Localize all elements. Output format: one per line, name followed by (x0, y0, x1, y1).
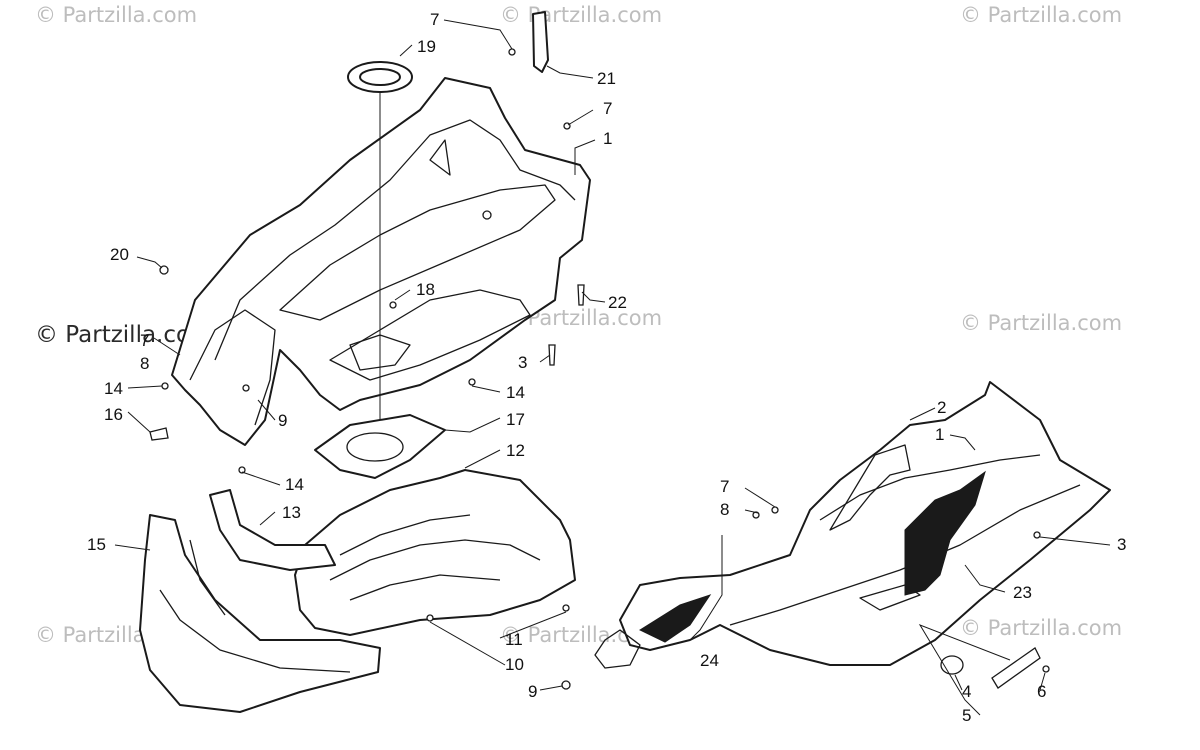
callout-15: 15 (87, 535, 106, 554)
callout-17: 17 (506, 410, 525, 429)
callout-7b: 7 (603, 99, 612, 118)
callout-7a: 7 (430, 10, 439, 29)
callout-12: 12 (506, 441, 525, 460)
mounting-plate-icon (314, 414, 446, 479)
callout-7d: 7 (720, 477, 729, 496)
side-panel-icon (594, 381, 1111, 669)
upper-body-panel-icon (171, 77, 591, 446)
strap-icon (532, 11, 549, 73)
callout-14c: 14 (285, 475, 304, 494)
callout-7c: 7 (140, 331, 149, 350)
front-bumper-icon (139, 514, 381, 713)
callout-1b: 1 (935, 425, 944, 444)
callout-21: 21 (597, 69, 616, 88)
watermark-top-center: © Partzilla.com (500, 3, 662, 27)
callout-2: 2 (937, 398, 946, 417)
watermark-mid-right: © Partzilla.com (960, 311, 1122, 335)
callout-14b: 14 (506, 383, 525, 402)
grommet-ring-icon (347, 61, 413, 470)
callout-20: 20 (110, 245, 129, 264)
callout-23: 23 (1013, 583, 1032, 602)
callout-4: 4 (962, 682, 971, 701)
watermark-top-right: © Partzilla.com (960, 3, 1122, 27)
callout-24: 24 (700, 651, 719, 670)
watermark-top-left: © Partzilla.com (35, 3, 197, 27)
leader-lines (114, 19, 1111, 716)
belly-pan-icon (294, 469, 576, 636)
callout-18: 18 (416, 280, 435, 299)
watermark-bottom-right: © Partzilla.com (960, 616, 1122, 640)
callout-10: 10 (505, 655, 524, 674)
callout-9a: 9 (278, 411, 287, 430)
callout-8a: 8 (140, 354, 149, 373)
callout-13: 13 (282, 503, 301, 522)
callout-3a: 3 (518, 353, 527, 372)
callout-1a: 1 (603, 129, 612, 148)
callout-3b: 3 (1117, 535, 1126, 554)
callout-labels: 7 19 21 7 1 20 18 22 7 8 3 14 14 16 9 17… (87, 10, 1126, 725)
callout-5: 5 (962, 706, 971, 725)
callout-11: 11 (505, 630, 523, 649)
callout-22: 22 (608, 293, 627, 312)
bracket-icon (209, 489, 336, 571)
callout-14a: 14 (104, 379, 123, 398)
callout-8b: 8 (720, 500, 729, 519)
callout-19: 19 (417, 37, 436, 56)
callout-16: 16 (104, 405, 123, 424)
callout-9b: 9 (528, 682, 537, 701)
callout-6: 6 (1037, 682, 1046, 701)
